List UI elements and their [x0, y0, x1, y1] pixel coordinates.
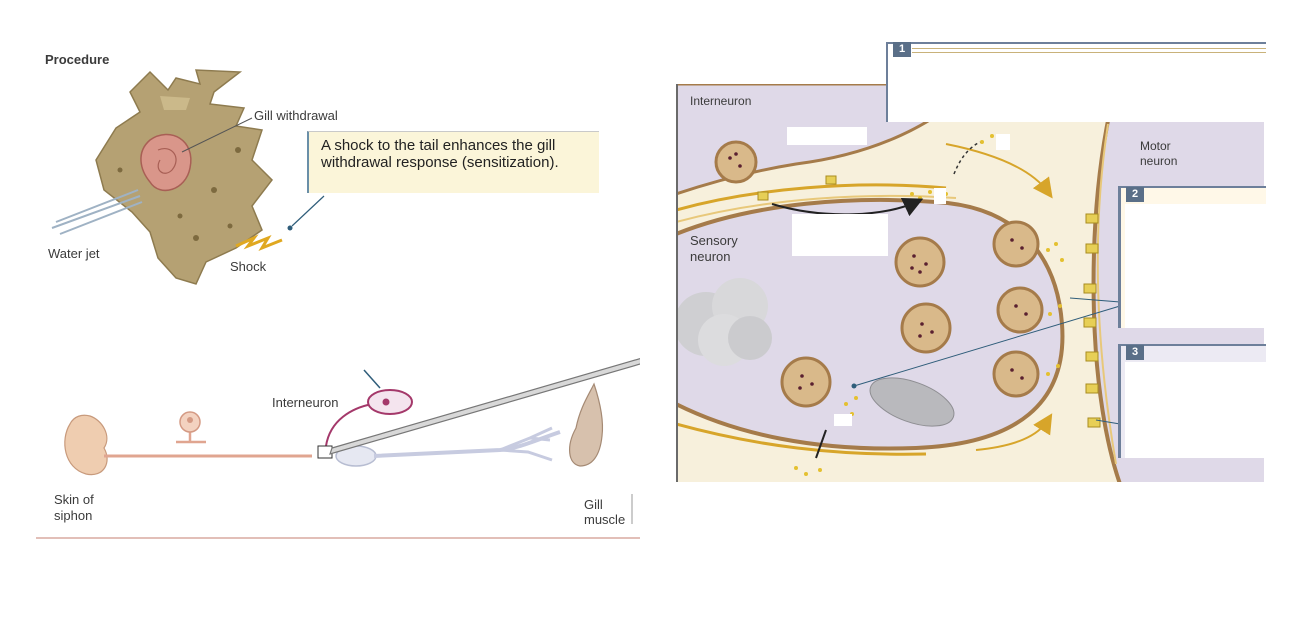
vesicle: [780, 356, 832, 408]
water-jet: [51, 189, 143, 235]
interneuron-soma: [367, 389, 413, 415]
answer-box-2: [1118, 186, 1266, 328]
vesicle: [992, 350, 1040, 398]
flow-arrow-top: [945, 143, 1053, 199]
vesicle: [996, 286, 1044, 334]
motor-neuron-label-line1: Motor: [1140, 139, 1171, 153]
gill-muscle: [569, 382, 604, 467]
blank-label-1: [787, 127, 867, 145]
gill-muscle-label-line1: Gill: [584, 497, 603, 512]
mitochondrion: [869, 377, 955, 427]
circuit-interneuron-label: Interneuron: [272, 395, 339, 410]
zoom-arrow: [329, 358, 640, 455]
box-number-3: 3: [1126, 345, 1144, 360]
answer-box-3: [1118, 344, 1266, 458]
synapse-zoom-box: [317, 445, 333, 459]
motor-neuron-label-line2: neuron: [1140, 154, 1178, 168]
gill-muscle-label-line2: muscle: [584, 512, 626, 527]
blank-label-5: [834, 414, 852, 426]
blank-label-2: [792, 214, 888, 256]
vesicle: [894, 236, 946, 288]
procedure-title: Procedure: [45, 52, 110, 67]
skin-label-line2: siphon: [54, 508, 93, 523]
shock-bolt-icon: [235, 234, 283, 252]
sensory-terminal: [676, 197, 1065, 451]
water-jet-label: Water jet: [48, 246, 100, 261]
sensory-neuron-label-line2: neuron: [690, 249, 731, 264]
vesicle: [900, 302, 952, 354]
gill-withdrawal-label: Gill withdrawal: [254, 108, 338, 123]
detail-interneuron-label: Interneuron: [690, 94, 752, 108]
box-number-2: 2: [1126, 187, 1144, 202]
flow-arrow-bottom: [975, 413, 1053, 451]
gill-shape: [140, 133, 192, 192]
blank-label-4: [934, 188, 946, 204]
sensitization-callout: A shock to the tail enhances the gill wi…: [307, 131, 599, 193]
answer-box-1: [886, 42, 1266, 122]
skin-label-line1: Skin of: [54, 492, 94, 507]
vesicle: [714, 140, 758, 184]
box-number-1: 1: [893, 42, 911, 57]
vesicle: [992, 220, 1040, 268]
sensory-neuron-label-line1: Sensory: [690, 233, 738, 248]
aplysia-illustration: [36, 69, 640, 539]
siphon-skin: [64, 414, 108, 476]
shock-label: Shock: [230, 259, 267, 274]
blank-label-3: [996, 134, 1010, 150]
